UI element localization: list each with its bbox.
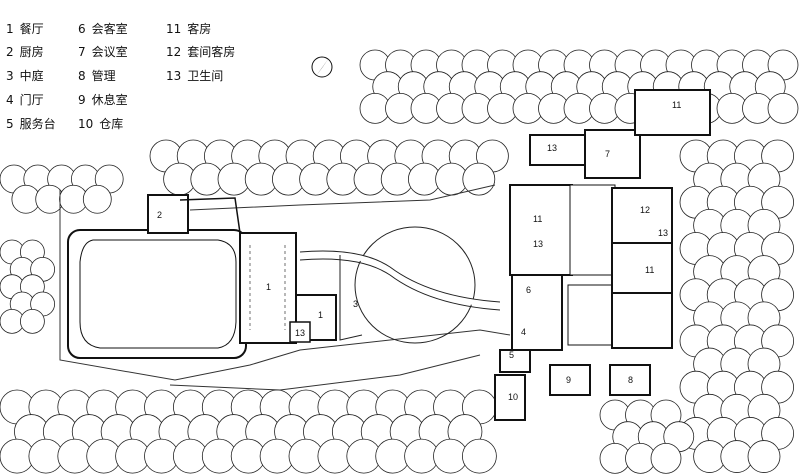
room-label: 7 (605, 149, 610, 159)
room-label: 8 (628, 375, 633, 385)
room-label: 13 (547, 143, 557, 153)
room-label: 11 (645, 265, 654, 275)
tree-canopy (747, 440, 781, 473)
tree-canopy (767, 92, 799, 124)
room-label: 9 (566, 375, 571, 385)
dining-wing (67, 194, 337, 359)
room-label: 11 (533, 214, 542, 224)
room-label: 4 (521, 327, 526, 337)
room-label: 1 (318, 310, 323, 320)
tree-canopies (0, 49, 799, 474)
room-label: 1 (266, 282, 271, 292)
room-label: 10 (508, 392, 518, 402)
tree-canopy (462, 162, 496, 196)
room-label: 13 (533, 239, 543, 249)
tree-canopy (461, 438, 497, 474)
tree-canopy (82, 184, 112, 214)
room-label: 3 (353, 299, 358, 309)
tree-canopy (20, 308, 45, 334)
room-label: 2 (157, 210, 162, 220)
room-label: 6 (526, 285, 531, 295)
site-ground (59, 184, 511, 391)
room-label: 13 (295, 328, 305, 338)
room-labels: 1 1 2 3 4 5 6 7 8 9 10 11 11 11 12 13 13… (157, 100, 681, 402)
guest-wing (494, 89, 711, 421)
north-arrow-icon (311, 56, 333, 78)
room-label: 12 (640, 205, 650, 215)
room-label: 13 (658, 228, 668, 238)
tree-canopy (650, 442, 682, 474)
room-label: 11 (672, 100, 681, 110)
room-label: 5 (509, 350, 514, 360)
central-courtyard (299, 226, 501, 344)
